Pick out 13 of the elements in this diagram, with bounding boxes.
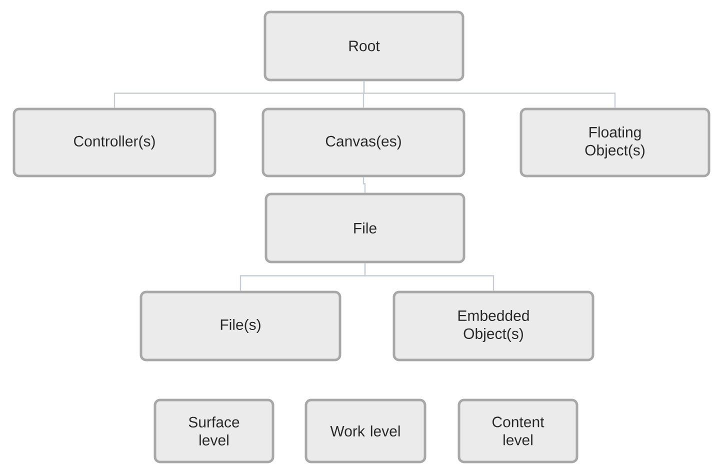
hierarchy-box: Controller(s) — [12, 108, 216, 178]
hierarchy-box: File(s) — [140, 290, 342, 362]
hierarchy-box: Surface level — [154, 398, 274, 464]
connector — [362, 177, 366, 193]
hierarchy-box: Canvas(es) — [262, 108, 466, 178]
hierarchy-box: Root — [264, 10, 464, 82]
hierarchy-box: Embedded Object(s) — [392, 290, 594, 362]
hierarchy-box: File — [264, 192, 466, 264]
hierarchy-box: Floating Object(s) — [520, 108, 710, 178]
hierarchy-box: Work level — [304, 398, 426, 464]
connector — [364, 263, 494, 291]
connector — [363, 81, 616, 108]
hierarchy-box: Content level — [458, 398, 578, 464]
